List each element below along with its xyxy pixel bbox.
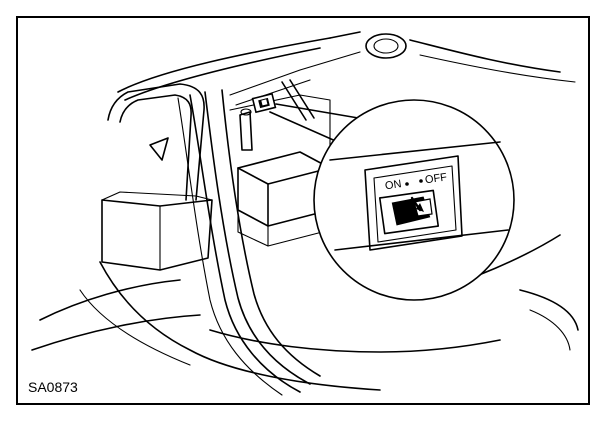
trunk-switch-small (251, 92, 277, 114)
switch-bezel (378, 189, 440, 235)
trunk-body (31, 31, 579, 391)
figure-code: SA0873 (28, 379, 78, 395)
switch-off-label: OFF (424, 171, 448, 186)
magnified-view (313, 99, 515, 301)
trunk-seal (177, 89, 321, 396)
switch-on-label: ON (384, 178, 402, 192)
